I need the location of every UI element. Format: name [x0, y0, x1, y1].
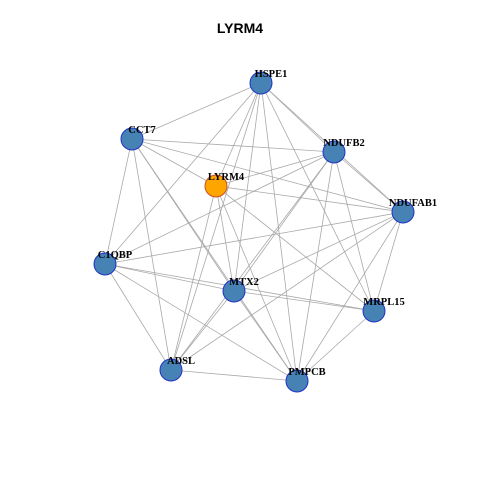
edge-lyrm4-mrpl15 — [215, 185, 375, 312]
node-ndufab1 — [391, 200, 415, 224]
node-label-adsl: ADSL — [167, 356, 195, 367]
edge-ndufb2-mrpl15 — [333, 151, 375, 312]
node-layer — [93, 71, 415, 393]
edge-cct7-pmpcb — [131, 138, 298, 382]
edge-cct7-c1qbp — [104, 138, 133, 265]
node-adsl — [159, 358, 183, 382]
node-label-pmpcb: PMPCB — [288, 367, 325, 378]
edge-lyrm4-pmpcb — [215, 185, 298, 382]
edge-mrpl15-pmpcb — [296, 310, 375, 382]
node-hspe1 — [249, 71, 273, 95]
edge-ndufab1-mtx2 — [233, 211, 404, 292]
edge-ndufb2-adsl — [170, 151, 335, 371]
edge-hspe1-cct7 — [131, 82, 262, 140]
edge-hspe1-mtx2 — [233, 82, 262, 292]
edge-mtx2-pmpcb — [233, 290, 298, 382]
edge-cct7-ndufab1 — [131, 138, 404, 213]
edge-ndufb2-ndufab1 — [333, 151, 404, 213]
node-pmpcb — [285, 369, 309, 393]
edge-hspe1-c1qbp — [104, 82, 262, 265]
node-label-cct7: CCT7 — [128, 125, 155, 136]
edge-cct7-adsl — [131, 138, 172, 371]
node-ndufb2 — [322, 140, 346, 164]
edge-lyrm4-adsl — [170, 185, 217, 371]
edge-lyrm4-mtx2 — [215, 185, 235, 292]
node-label-mrpl15: MRPL15 — [363, 297, 404, 308]
node-label-lyrm4: LYRM4 — [208, 172, 245, 183]
node-label-ndufab1: NDUFAB1 — [389, 198, 437, 209]
edge-ndufb2-mtx2 — [233, 151, 335, 292]
edge-ndufb2-lyrm4 — [215, 151, 335, 187]
node-c1qbp — [93, 252, 117, 276]
node-label-c1qbp: C1QBP — [98, 250, 133, 261]
edge-c1qbp-adsl — [104, 263, 172, 371]
edge-hspe1-mrpl15 — [260, 82, 375, 312]
edge-ndufab1-c1qbp — [104, 211, 404, 265]
node-cct7 — [120, 127, 144, 151]
edge-hspe1-pmpcb — [260, 82, 298, 382]
node-lyrm4 — [204, 174, 228, 198]
edge-ndufab1-mrpl15 — [373, 211, 404, 312]
node-label-mtx2: MTX2 — [229, 277, 259, 288]
edge-cct7-lyrm4 — [131, 138, 217, 187]
edge-ndufab1-pmpcb — [296, 211, 404, 382]
edge-c1qbp-pmpcb — [104, 263, 298, 382]
edge-ndufb2-pmpcb — [296, 151, 335, 382]
edge-hspe1-adsl — [170, 82, 262, 371]
edge-c1qbp-mtx2 — [104, 263, 235, 292]
edge-adsl-pmpcb — [170, 369, 298, 382]
edge-mtx2-mrpl15 — [233, 290, 375, 312]
node-label-hspe1: HSPE1 — [255, 69, 288, 80]
node-mrpl15 — [362, 299, 386, 323]
edge-ndufab1-adsl — [170, 211, 404, 371]
edge-lyrm4-ndufab1 — [215, 185, 404, 213]
node-mtx2 — [222, 279, 246, 303]
node-label-ndufb2: NDUFB2 — [323, 138, 364, 149]
network-title: LYRM4 — [216, 20, 264, 36]
edge-mtx2-adsl — [170, 290, 235, 371]
edge-hspe1-lyrm4 — [215, 82, 262, 187]
edge-cct7-ndufb2 — [131, 138, 335, 153]
